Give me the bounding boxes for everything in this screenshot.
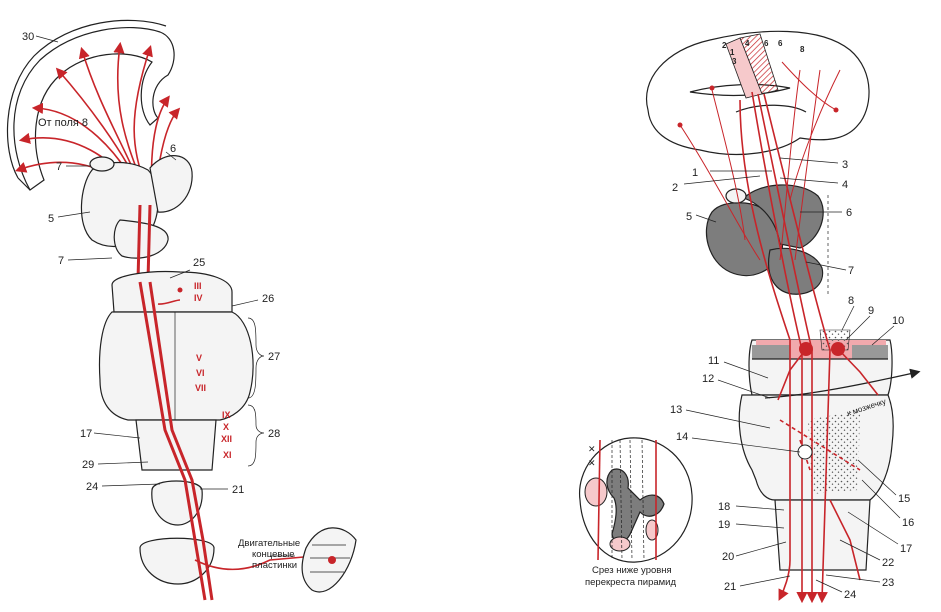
cortex-field-4: 4	[745, 39, 750, 48]
muscle-fiber	[301, 527, 357, 593]
internal-capsule-stem	[136, 204, 142, 281]
r-label-21: 21	[724, 581, 736, 593]
r-label-15: 15	[898, 493, 910, 505]
label-7-bottom: 7	[58, 255, 64, 267]
label-29: 29	[82, 459, 94, 471]
r-label-16: 16	[902, 517, 914, 529]
label-5: 5	[48, 213, 54, 225]
r-label-6: 6	[846, 207, 852, 219]
nucleus-VI: VI	[196, 368, 205, 378]
r-label-11: 11	[708, 355, 719, 367]
r-label-19: 19	[718, 519, 730, 531]
field-8-caption: От поля 8	[38, 117, 88, 129]
cortex-field-6b: 6	[778, 39, 783, 48]
r-label-23: 23	[882, 577, 894, 589]
nucleus-XII: XII	[221, 434, 232, 444]
nucleus-VII: VII	[195, 383, 206, 393]
node-7-top	[89, 156, 115, 172]
caudate-nucleus	[149, 155, 193, 213]
r-label-3: 3	[842, 159, 848, 171]
label-24: 24	[86, 481, 98, 493]
inset-cross-marks-2: ✕	[588, 458, 596, 468]
label-21: 21	[232, 484, 244, 496]
label-27: 27	[268, 351, 280, 363]
r-label-8: 8	[848, 295, 854, 307]
cortex-field-2: 2	[722, 41, 727, 50]
r-label-18: 18	[718, 501, 730, 513]
nucleus-XI: XI	[223, 450, 232, 460]
label-30: 30	[22, 31, 34, 43]
nucleus-V: V	[196, 353, 202, 363]
dotted-tract	[808, 410, 860, 494]
nucleus-IX: IX	[222, 410, 231, 420]
r-label-7: 7	[848, 265, 854, 277]
cortex-field-1: 1	[730, 48, 735, 57]
r-label-20: 20	[722, 551, 734, 563]
medulla	[135, 419, 217, 471]
label-7-top: 7	[56, 161, 62, 173]
nucleus-X: X	[223, 422, 229, 432]
r-label-1: 1	[692, 167, 698, 179]
label-25: 25	[193, 257, 205, 269]
motor-plates-line-1: Двигательные	[238, 538, 300, 549]
midbrain	[111, 270, 233, 313]
lentiform	[113, 219, 169, 259]
label-6: 6	[170, 143, 176, 155]
motor-plates-line-3: пластинки	[252, 560, 297, 571]
inset-caption-line-1: Срез ниже уровня	[592, 565, 672, 576]
label-17: 17	[80, 428, 92, 440]
label-28: 28	[268, 428, 280, 440]
cortex-field-8: 8	[800, 45, 805, 54]
inset-cross-marks: ✕	[588, 444, 596, 454]
r-label-17: 17	[900, 543, 912, 555]
left-figure: От поля 8 III IV V VI VII IX	[6, 19, 357, 601]
pons	[98, 311, 254, 421]
r-label-22: 22	[882, 557, 894, 569]
r-label-12: 12	[702, 373, 714, 385]
r-label-2: 2	[672, 182, 678, 194]
r-label-24: 24	[844, 589, 856, 601]
r-label-5: 5	[686, 211, 692, 223]
inset-cross-section: ✕ ✕ Срез ниже уровня перекреста пирамид	[579, 437, 693, 588]
cortex-field-3: 3	[732, 57, 737, 66]
cerebellum-tract	[764, 368, 921, 399]
inset-caption-line-2: перекреста пирамид	[585, 577, 676, 588]
r-label-9: 9	[868, 305, 874, 317]
cortex-field-6a: 6	[764, 39, 769, 48]
r-label-14: 14	[676, 431, 688, 443]
medulla-section	[774, 499, 871, 571]
motor-plates-line-2: концевые	[252, 549, 295, 560]
r-label-13: 13	[670, 404, 682, 416]
r-label-10: 10	[892, 315, 904, 327]
pyramidal-fibers	[677, 61, 879, 604]
label-26: 26	[262, 293, 274, 305]
right-figure: 2 1 3 4 6 6 8 к мозжечку	[646, 30, 921, 604]
r-label-4: 4	[842, 179, 848, 191]
nucleus-IV: IV	[194, 293, 203, 303]
nucleus-III: III	[194, 281, 202, 291]
